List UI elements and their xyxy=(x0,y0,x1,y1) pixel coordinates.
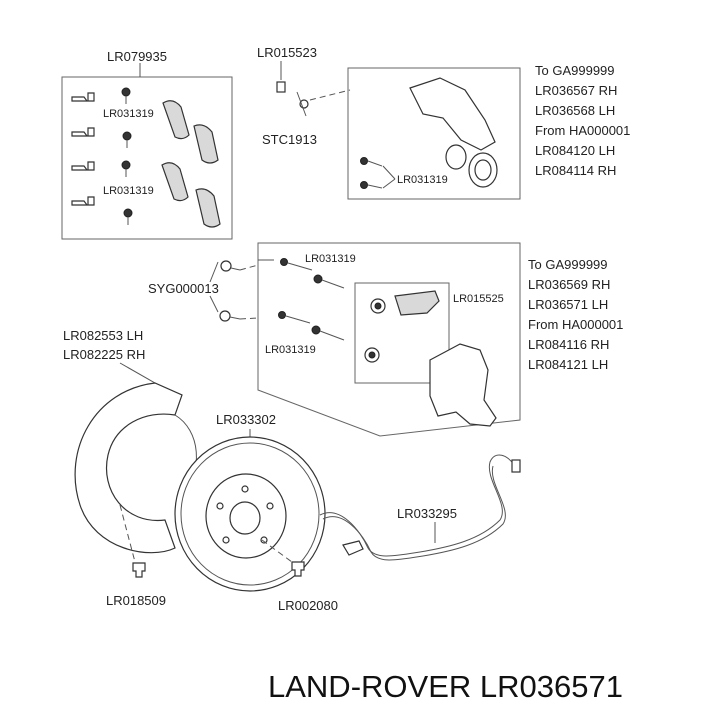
upper-note-3: LR036568 LH xyxy=(535,103,615,118)
caliper-seal xyxy=(445,144,467,170)
upper-note-4: From HA000001 xyxy=(535,123,630,138)
caliper-bolt-label: LR031319 xyxy=(397,174,448,186)
upper-caliper-notes: To GA999999 LR036567 RH LR036568 LH From… xyxy=(535,63,630,178)
upper-note-2: LR036567 RH xyxy=(535,83,617,98)
lower-note-5: LR084116 RH xyxy=(528,337,609,352)
pad-kit-label: LR079935 xyxy=(107,49,167,64)
lower-note-6: LR084121 LH xyxy=(528,357,608,372)
wear-sensor-group: LR033295 xyxy=(319,454,521,561)
sensor-label: LR033295 xyxy=(397,506,457,521)
pad-kit-box xyxy=(61,76,233,240)
lower-note-3: LR036571 LH xyxy=(528,297,608,312)
brake-disc-group: LR033302 LR002080 xyxy=(174,412,338,613)
disc-label: LR033302 xyxy=(216,412,276,427)
disc-screw xyxy=(291,561,305,577)
pad-kit-bolt-label-2: LR031319 xyxy=(103,185,154,197)
guide-boots xyxy=(364,298,386,363)
guide-kit-box xyxy=(354,282,450,384)
wear-sensor-cable xyxy=(319,454,515,557)
shield-bolt xyxy=(132,562,146,578)
pad-spring-clip xyxy=(394,290,440,316)
lower-note-4: From HA000001 xyxy=(528,317,623,332)
carrier-bolt-label-1: LR031319 xyxy=(305,253,356,265)
caliper-carrier xyxy=(429,343,497,427)
upper-note-1: To GA999999 xyxy=(535,63,615,78)
guide-pin-kit: SYG000013 xyxy=(148,260,259,322)
caliper-group: LR031319 xyxy=(347,67,521,200)
lower-note-1: To GA999999 xyxy=(528,257,608,272)
carrier-box xyxy=(257,242,521,437)
carrier-bolt-label-2: LR031319 xyxy=(265,344,316,356)
caliper-box xyxy=(347,67,521,200)
pad-kit-bolts xyxy=(121,87,133,225)
pad-clip-label: LR015525 xyxy=(453,293,504,305)
pad-clips xyxy=(71,92,95,206)
upper-note-5: LR084120 LH xyxy=(535,143,615,158)
guide-pins xyxy=(278,258,345,341)
shield-label-1: LR082553 LH xyxy=(63,328,143,343)
shield-bolt-label: LR018509 xyxy=(106,593,166,608)
page-title: LAND-ROVER LR036571 xyxy=(268,669,623,704)
shield-label-2: LR082225 RH xyxy=(63,347,145,362)
pad-kit-bolt-label-1: LR031319 xyxy=(103,108,154,120)
brake-pad-kit-group: LR079935 LR031319 LR031319 xyxy=(61,49,233,240)
bleed-screw-group: LR015523 STC1913 xyxy=(257,45,351,147)
lower-carrier-notes: To GA999999 LR036569 RH LR036571 LH From… xyxy=(528,257,623,372)
upper-note-6: LR084114 RH xyxy=(535,163,616,178)
sensor-bracket xyxy=(342,540,364,556)
dust-shield-group: LR082553 LH LR082225 RH LR018509 xyxy=(63,328,197,608)
bleed-cap-label: STC1913 xyxy=(262,132,317,147)
disc-bolt-holes xyxy=(216,485,274,544)
guide-pin-kit-label: SYG000013 xyxy=(148,281,219,296)
brake-pads xyxy=(161,100,221,228)
bleed-screw-label: LR015523 xyxy=(257,45,317,60)
lower-note-2: LR036569 RH xyxy=(528,277,610,292)
dust-shield xyxy=(74,382,183,554)
caliper-body xyxy=(409,77,496,151)
caliper-bolts xyxy=(360,157,396,189)
carrier-group: LR031319 LR031319 LR015525 xyxy=(257,242,521,437)
disc-screw-label: LR002080 xyxy=(278,598,338,613)
